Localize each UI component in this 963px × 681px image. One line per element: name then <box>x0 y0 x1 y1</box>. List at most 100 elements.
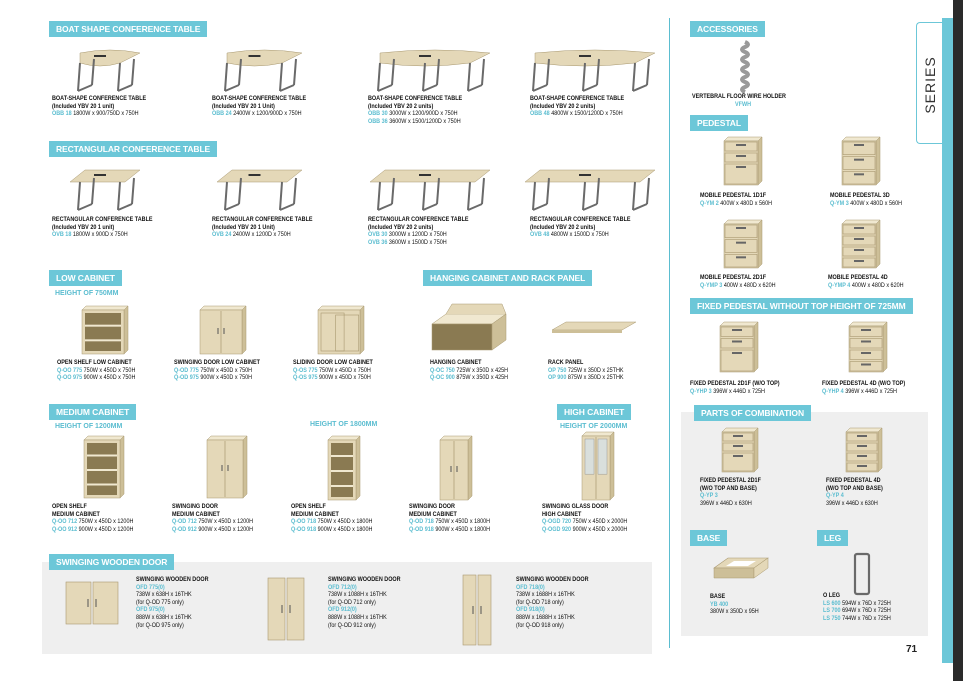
rect-table-item-title: RECTANGULAR CONFERENCE TABLE <box>212 216 313 223</box>
product-code: Q-OO 712 <box>52 518 79 526</box>
glass-door-high-image <box>581 431 615 501</box>
product-dimensions: 3600W x 1500D x 750H <box>388 238 447 246</box>
product-dimensions: 900W x 450D x 750H <box>319 374 371 382</box>
product-code: Q-OD 918 <box>409 525 436 533</box>
section-header-parts: PARTS OF COMBINATION <box>694 405 811 421</box>
swing-door-1800-image <box>439 435 473 501</box>
medium-cabinet-item-title: SWINGING DOOR <box>409 503 455 510</box>
low-cabinet-item-title: SLIDING DOOR LOW CABINET <box>293 359 373 366</box>
mobile-pedestal-image <box>841 219 881 269</box>
product-dimensions: 380W x 350D x 95H <box>710 608 759 616</box>
product-code: OBB 48 <box>530 110 552 118</box>
medium-cabinet-item-title: MEDIUM CABINET <box>291 510 339 518</box>
pedestal-item-title: MOBILE PEDESTAL 4D <box>828 274 888 281</box>
hanging-cabinet-image <box>431 303 507 351</box>
product-dimensions: 875W x 350D x 25THK <box>567 374 624 382</box>
product-code: Q-YP 3 <box>700 492 718 500</box>
product-code: OFD 712(0) <box>328 583 357 591</box>
section-header-rectangular: RECTANGULAR CONFERENCE TABLE <box>49 141 218 157</box>
swing-door-item-title: SWINGING WOODEN DOOR <box>516 576 589 583</box>
section-header-hanging: HANGING CABINET AND RACK PANEL <box>423 270 593 286</box>
product-dimensions: 4800W x 1500/1200D x 750H <box>551 110 623 118</box>
product-code: LS 750 <box>823 614 843 622</box>
parts-item-title: FIXED PEDESTAL 2D1F <box>700 477 761 484</box>
product-dimensions: 2400W x 1200/900D x 750H <box>233 110 302 118</box>
product-code: Q-OD 718 <box>409 518 436 526</box>
boat-table-item-title: (Included YBV 20 1 Unit) <box>212 102 275 110</box>
rect-table-image <box>216 169 303 211</box>
rect-table-item-title: (Included YBV 20 1 Unit) <box>212 223 275 231</box>
parts-item-title: (W/O TOP AND BASE) <box>826 484 883 492</box>
rect-table-item: RECTANGULAR CONFERENCE TABLE(Included YB… <box>52 216 153 239</box>
product-dimensions: 750W x 450D x 750H <box>319 366 371 374</box>
product-code: Q-OGD 920 <box>542 525 573 533</box>
leg-item-title: O LEG <box>823 592 840 599</box>
rect-table-item-title: (Included YBV 20 1 unit) <box>52 223 115 231</box>
medium-height-1800: HEIGHT OF 1800MM <box>310 421 378 428</box>
product-dimensions: 725W x 350D x 425H <box>456 366 509 374</box>
parts-item: FIXED PEDESTAL 4D(W/O TOP AND BASE)Q-YP … <box>826 477 883 507</box>
swing-door-low-image <box>199 305 247 355</box>
medium-cabinet-item-title: SWINGING GLASS DOOR <box>542 503 609 510</box>
product-code: Q-OC 900 <box>430 374 457 382</box>
swing-door-panel-image <box>65 581 119 625</box>
product-code: OVB 30 <box>368 231 389 239</box>
column-divider <box>669 18 670 648</box>
section-header-medium: MEDIUM CABINET <box>49 404 137 420</box>
product-code: OVB 36 <box>368 238 389 246</box>
product-code: Q-OO 775 <box>57 366 84 374</box>
product-dimensions: 1800W x 900D x 750H <box>72 231 128 239</box>
boat-table-item-title: (Included YBV 20 2 units) <box>530 102 596 110</box>
product-dimensions: 738W x 1688H x 16THK <box>516 591 575 599</box>
section-header-boat: BOAT SHAPE CONFERENCE TABLE <box>49 21 208 37</box>
series-brand-text: SERIES <box>922 56 938 114</box>
fixed-pedestal-item-title: FIXED PEDESTAL 4D (W/O TOP) <box>822 380 906 387</box>
product-code: VFWH <box>735 101 752 108</box>
product-code: OFD 975(0) <box>136 606 165 614</box>
product-dimensions: 900W x 450D x 2000H <box>572 525 628 533</box>
rect-table-item-title: RECTANGULAR CONFERENCE TABLE <box>530 216 631 223</box>
product-dimensions: 738W x 638H x 16THK <box>136 591 192 599</box>
rect-table-item: RECTANGULAR CONFERENCE TABLE(Included YB… <box>368 216 469 246</box>
product-code: OP 750 <box>548 366 568 374</box>
product-dimensions: 396W x 446D x 630H <box>700 499 752 507</box>
product-code: Q-YM 3 <box>830 199 851 207</box>
mobile-pedestal-image <box>723 136 763 186</box>
product-code: OP 900 <box>548 374 568 382</box>
product-dimensions: 738W x 1088H x 16THK <box>328 591 387 599</box>
parts-item-title: (W/O TOP AND BASE) <box>700 484 757 492</box>
product-code: Q-OC 750 <box>430 366 457 374</box>
rect-table-item-title: RECTANGULAR CONFERENCE TABLE <box>368 216 469 223</box>
product-code: Q-OD 775 <box>174 366 201 374</box>
product-code: LS 600 <box>823 599 843 607</box>
product-code: Q-OD 975 <box>174 374 201 382</box>
product-dimensions: 4800W x 1500D x 750H <box>550 231 609 239</box>
series-brand-tab: SERIES <box>916 22 942 144</box>
product-code: LS 700 <box>823 607 843 615</box>
boat-table-item: BOAT-SHAPE CONFERENCE TABLE(Included YBV… <box>368 95 462 125</box>
product-dimensions: (for Q-OD 975 only) <box>136 621 184 629</box>
boat-table-image <box>224 49 303 92</box>
product-code: OFD 918(0) <box>516 606 545 614</box>
boat-table-item: BOAT-SHAPE CONFERENCE TABLE(Included YBV… <box>212 95 306 118</box>
product-dimensions: 400W x 480D x 560H <box>720 199 773 207</box>
product-dimensions: 875W x 350D x 425H <box>456 374 509 382</box>
rect-table-item: RECTANGULAR CONFERENCE TABLE(Included YB… <box>530 216 631 239</box>
product-dimensions: (for Q-OD 775 only) <box>136 598 184 606</box>
product-dimensions: 750W x 450D x 750H <box>200 366 253 374</box>
product-code: Q-YHP 3 <box>690 387 714 395</box>
medium-cabinet-item-title: MEDIUM CABINET <box>409 510 457 518</box>
medium-cabinet-item-title: MEDIUM CABINET <box>172 510 220 518</box>
product-code: OVB 18 <box>52 231 73 239</box>
